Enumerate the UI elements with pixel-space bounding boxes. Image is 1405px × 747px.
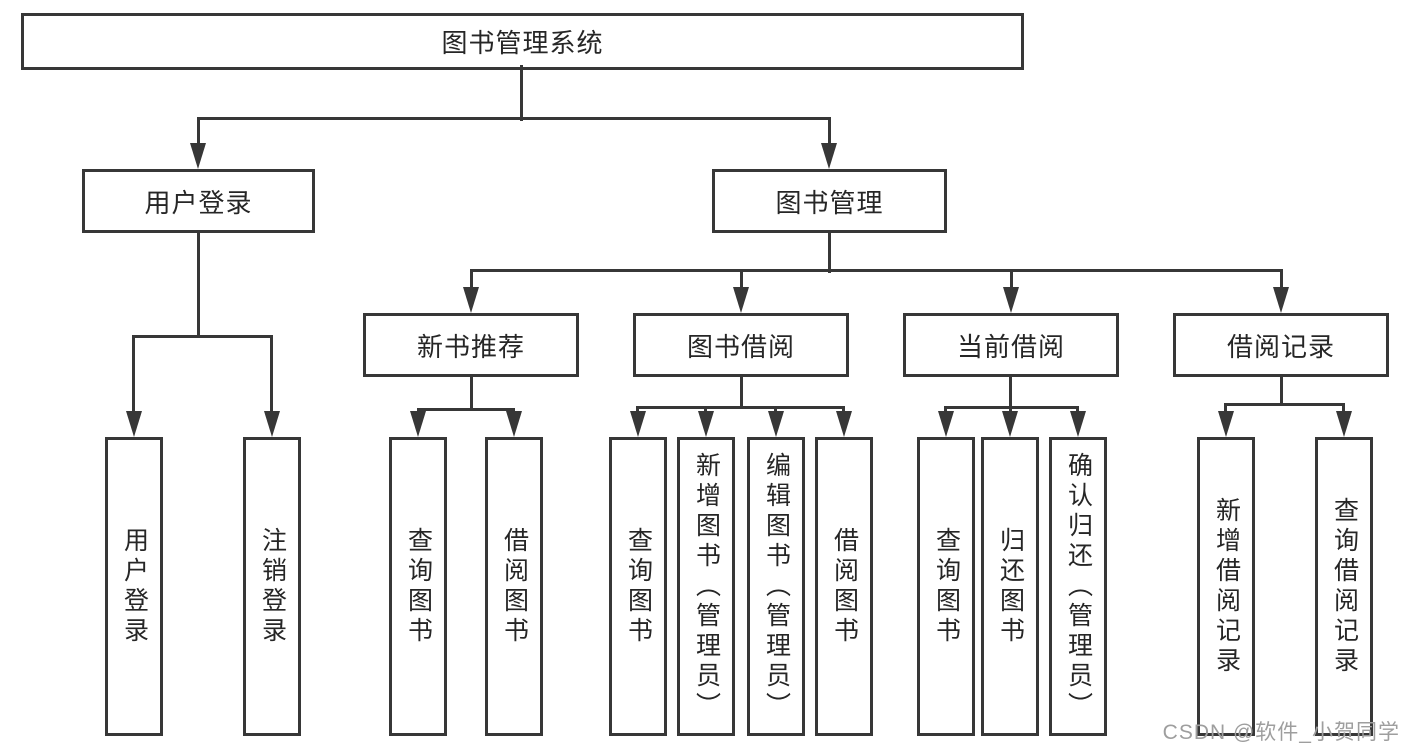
node-label: 图书管理 [775, 187, 884, 218]
connector-borrow-records-drop [1280, 374, 1283, 406]
connector-stub-current-borrow [1010, 269, 1013, 293]
node-label: 借阅记录 [1226, 331, 1335, 362]
node-new-book-recommend: 新书推荐 [363, 313, 579, 377]
arrow-down-icon [938, 411, 954, 437]
connector-stub-leaf [132, 335, 135, 415]
connector-stub-book-management [828, 117, 831, 149]
arrow-down-icon [630, 411, 646, 437]
connector-stub-leaf [1224, 403, 1227, 416]
connector-stub-book-borrow [740, 269, 743, 293]
node-label: 图书借阅 [686, 331, 795, 362]
connector-current-borrow-drop [1009, 374, 1012, 414]
node-book-management: 图书管理 [712, 169, 947, 233]
arrow-down-icon [506, 411, 522, 437]
leaf-label: 查询图书 [624, 526, 653, 647]
connector-user-login-drop [197, 231, 200, 338]
connector-stub-new-book [470, 269, 473, 293]
arrow-down-icon [1003, 287, 1019, 313]
node-book-borrow: 图书借阅 [633, 313, 849, 377]
connector-stub-leaf [1342, 403, 1345, 416]
connector-book-management-drop [828, 231, 831, 273]
connector-new-book-drop [470, 374, 473, 411]
arrow-down-icon [1273, 287, 1289, 313]
arrow-down-icon [126, 411, 142, 437]
arrow-down-icon [264, 411, 280, 437]
leaf-label: 借阅图书 [500, 526, 529, 647]
node-borrow-records: 借阅记录 [1173, 313, 1389, 377]
leaf-borrow-book: 借阅图书 [815, 437, 873, 736]
leaf-label: 编辑图书（管理员） [762, 451, 791, 722]
leaf-return-book: 归还图书 [981, 437, 1039, 736]
arrow-down-icon [1002, 411, 1018, 437]
node-label: 新书推荐 [416, 331, 525, 362]
arrow-down-icon [463, 287, 479, 313]
leaf-confirm-return-admin: 确认归还（管理员） [1049, 437, 1107, 736]
leaf-label: 用户登录 [120, 526, 149, 647]
arrow-down-icon [1336, 411, 1352, 437]
leaf-label: 确认归还（管理员） [1064, 451, 1093, 722]
arrow-down-icon [1070, 411, 1086, 437]
arrow-down-icon [1218, 411, 1234, 437]
arrow-down-icon [698, 411, 714, 437]
leaf-label: 查询图书 [404, 526, 433, 647]
connector-borrow-records-rail [1224, 403, 1345, 406]
node-current-borrow: 当前借阅 [903, 313, 1119, 377]
leaf-user-login: 用户登录 [105, 437, 163, 736]
connector-book-borrow-drop [740, 374, 743, 409]
watermark-text: CSDN @软件_小贺同学 [1162, 721, 1400, 744]
leaf-label: 归还图书 [996, 526, 1025, 647]
connector-book-borrow-rail [636, 406, 845, 409]
leaf-logout: 注销登录 [243, 437, 301, 736]
leaf-query-book-current: 查询图书 [917, 437, 975, 736]
arrow-down-icon [821, 143, 837, 169]
leaf-label: 新增图书（管理员） [692, 451, 721, 722]
arrow-down-icon [410, 411, 426, 437]
leaf-add-borrow-record: 新增借阅记录 [1197, 437, 1255, 736]
leaf-borrow-book-recommend: 借阅图书 [485, 437, 543, 736]
node-user-login: 用户登录 [82, 169, 315, 233]
connector-new-book-rail [417, 408, 515, 411]
node-label: 当前借阅 [956, 331, 1065, 362]
connector-stub-leaf [270, 335, 273, 415]
leaf-add-book-admin: 新增图书（管理员） [677, 437, 735, 736]
node-label: 图书管理系统 [441, 28, 604, 58]
connector-user-login-rail [132, 335, 273, 338]
leaf-label: 注销登录 [258, 526, 287, 647]
leaf-query-book-recommend: 查询图书 [389, 437, 447, 736]
connector-stub-user-login [197, 117, 200, 149]
arrow-down-icon [836, 411, 852, 437]
leaf-label: 查询图书 [932, 526, 961, 647]
leaf-query-borrow-record: 查询借阅记录 [1315, 437, 1373, 736]
connector-level2-rail [470, 269, 1283, 272]
connector-level1-rail [197, 117, 831, 120]
connector-stub-borrow-records [1280, 269, 1283, 293]
leaf-label: 查询借阅记录 [1330, 496, 1359, 677]
node-label: 用户登录 [144, 187, 253, 218]
arrow-down-icon [768, 411, 784, 437]
arrow-down-icon [733, 287, 749, 313]
node-library-system: 图书管理系统 [21, 13, 1024, 70]
leaf-edit-book-admin: 编辑图书（管理员） [747, 437, 805, 736]
arrow-down-icon [190, 143, 206, 169]
connector-root-drop [520, 65, 523, 121]
connector-current-borrow-rail [944, 406, 1079, 409]
leaf-query-book-borrow: 查询图书 [609, 437, 667, 736]
leaf-label: 新增借阅记录 [1212, 496, 1241, 677]
leaf-label: 借阅图书 [830, 526, 859, 647]
